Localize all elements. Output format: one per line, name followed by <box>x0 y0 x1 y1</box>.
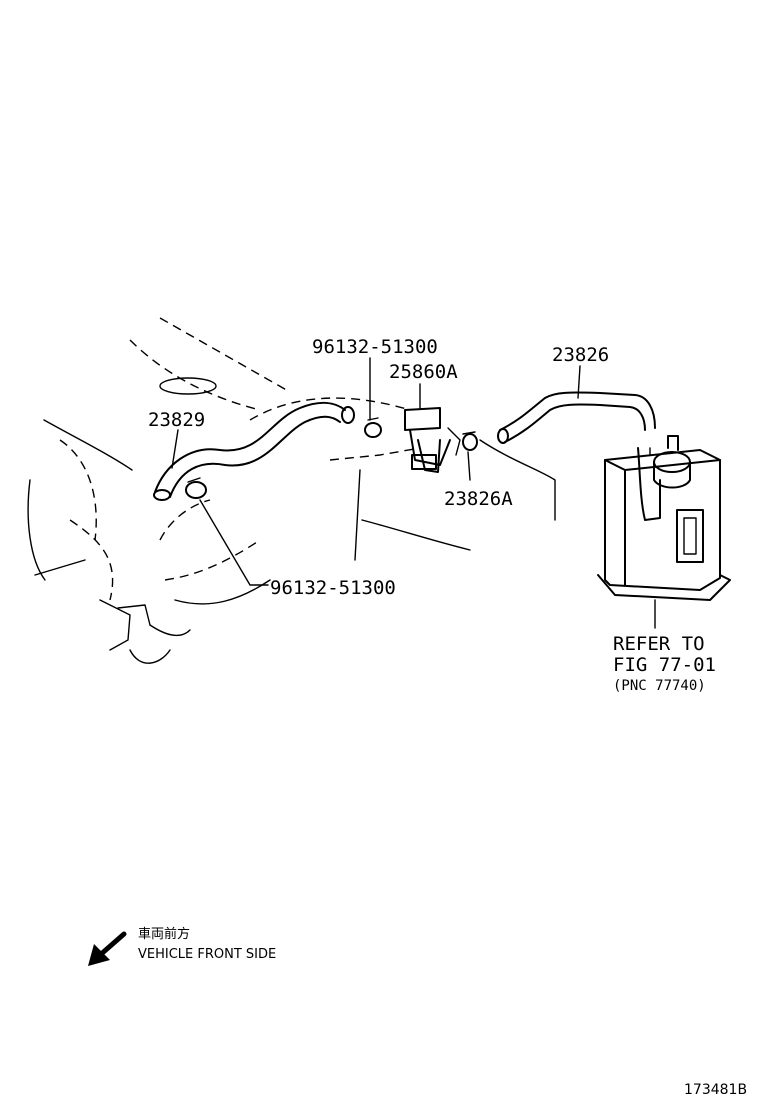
callout-clip-bottom: 96132-51300 <box>270 577 396 599</box>
clip-bottom <box>185 477 207 499</box>
front-arrow-icon <box>88 931 127 966</box>
hose-23829 <box>153 402 355 501</box>
hose-23826a <box>462 431 478 451</box>
callout-clip-top: 96132-51300 <box>312 336 438 358</box>
refer-line-3: (PNC 77740) <box>613 678 706 694</box>
legend-japanese: 車両前方 <box>138 926 190 942</box>
engine-outline <box>27 317 556 664</box>
refer-line-2: FIG 77-01 <box>613 654 716 676</box>
hose-23826 <box>497 391 656 444</box>
figure-id: 173481B <box>684 1082 747 1098</box>
legend-english: VEHICLE FRONT SIDE <box>138 947 276 962</box>
refer-line-1: REFER TO <box>613 633 705 655</box>
callout-hose-right: 23826 <box>552 344 609 366</box>
callout-vsv: 25860A <box>389 361 458 383</box>
callout-hose-left: 23829 <box>148 409 205 431</box>
callout-hose-small: 23826A <box>444 488 513 510</box>
charcoal-canister <box>597 435 731 601</box>
vsv-valve <box>404 407 461 473</box>
leader-lines <box>171 357 656 629</box>
clip-top <box>364 417 382 438</box>
